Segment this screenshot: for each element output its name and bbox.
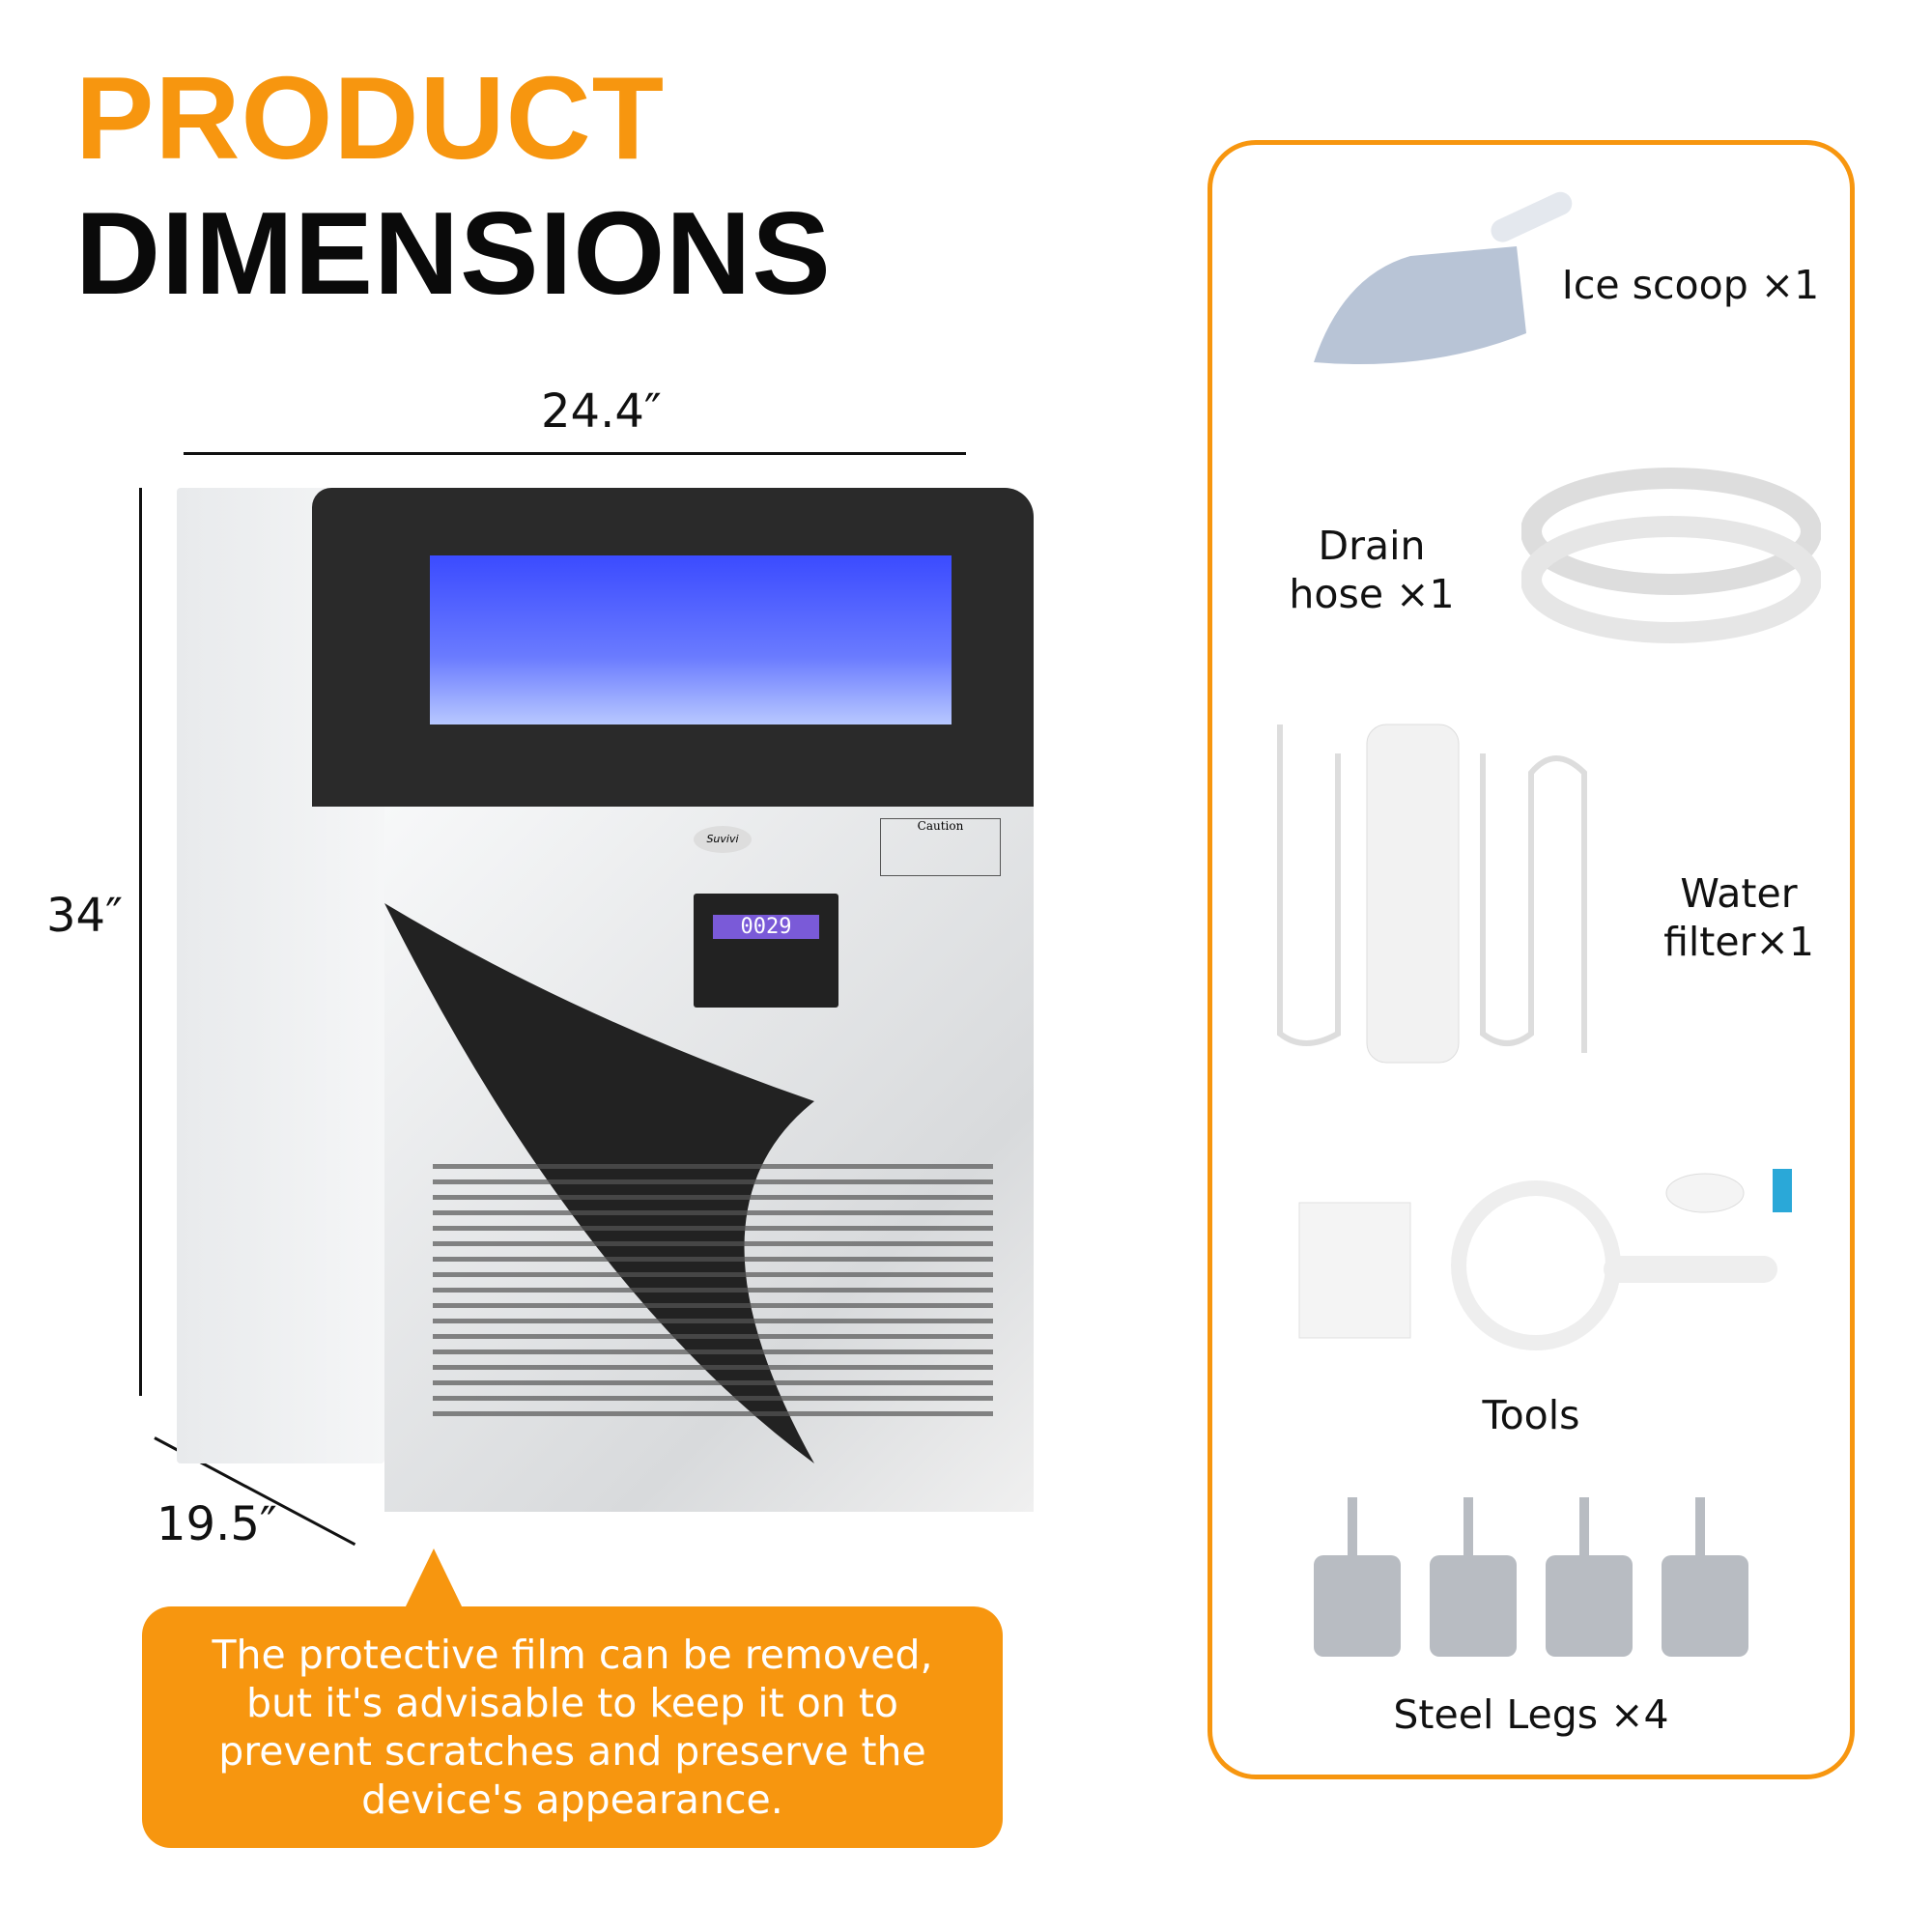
width-label: 24.4″ xyxy=(541,384,662,439)
accessories-panel xyxy=(1208,140,1855,1779)
callout-text: The protective film can be removed, but … xyxy=(212,1632,933,1823)
height-label: 34″ xyxy=(46,889,124,943)
depth-label: 19.5″ xyxy=(156,1497,277,1551)
height-arrow xyxy=(139,488,142,1396)
display-readout: 0029 xyxy=(713,915,819,939)
ice-maker-image: 0029 Suvivi Caution xyxy=(177,488,1034,1512)
ice-window xyxy=(430,555,952,724)
water-filter-icon xyxy=(1277,724,1587,1064)
accessory-label: Tools xyxy=(1482,1392,1580,1438)
accessory-label: Ice scoop ×1 xyxy=(1561,262,1820,308)
accessory-label: Drain hose ×1 xyxy=(1289,523,1455,617)
drain-hose-icon xyxy=(1521,468,1821,643)
steel-legs-icon xyxy=(1314,1497,1748,1657)
control-panel: 0029 xyxy=(694,894,838,1008)
ice-scoop-icon xyxy=(1314,191,1573,364)
title-product: PRODUCT xyxy=(75,52,666,184)
tools-icon xyxy=(1298,1169,1792,1350)
brand-logo: Suvivi xyxy=(694,826,752,853)
width-arrow xyxy=(184,452,966,455)
vent-grille xyxy=(433,1164,993,1425)
accessory-label: Water filter×1 xyxy=(1663,870,1814,965)
caution-label: Caution xyxy=(880,818,1001,876)
protective-film-note: The protective film can be removed, but … xyxy=(142,1606,1003,1848)
title-dimensions: DIMENSIONS xyxy=(75,187,832,319)
accessory-label: Steel Legs ×4 xyxy=(1393,1691,1669,1738)
callout-pointer xyxy=(405,1548,463,1608)
